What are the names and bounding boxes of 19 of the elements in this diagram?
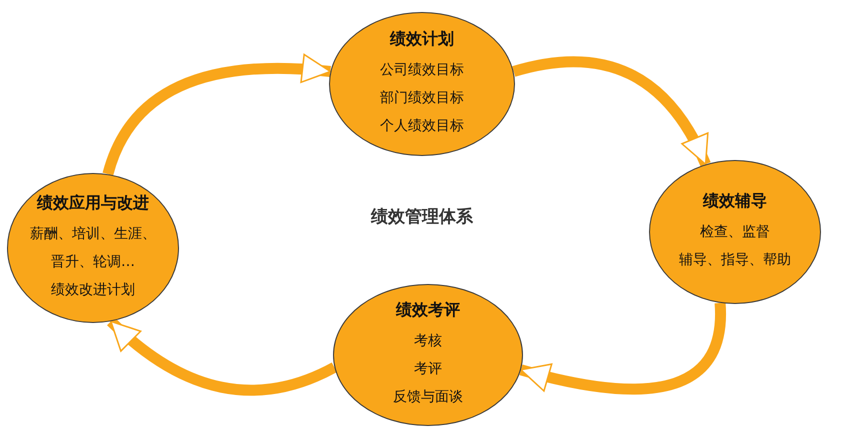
curved-arrow: [512, 56, 711, 167]
curved-arrow: [520, 302, 726, 395]
node-heading: 绩效考评: [396, 300, 460, 320]
node-text: 绩效改进计划: [50, 280, 136, 300]
node-text: 辅导、指导、帮助: [679, 250, 791, 270]
node-text: 公司绩效目标: [380, 60, 464, 80]
node-text: 考评: [414, 360, 442, 378]
node-text: 薪酬、培训、生涯、晋升、轮调…: [29, 224, 157, 272]
curved-arrow: [107, 317, 337, 396]
node-text: 考核: [414, 332, 442, 350]
diagram-title: 绩效管理体系: [370, 206, 474, 228]
node-text: 反馈与面谈: [393, 388, 463, 406]
node-heading: 绩效计划: [390, 28, 454, 50]
node-heading: 绩效辅导: [703, 190, 767, 212]
node-text: 个人绩效目标: [380, 116, 464, 136]
node-heading: 绩效应用与改进: [37, 192, 149, 214]
curved-arrow: [102, 54, 332, 176]
node-text: 部门绩效目标: [380, 88, 464, 108]
node-text: 检查、监督: [700, 222, 770, 242]
